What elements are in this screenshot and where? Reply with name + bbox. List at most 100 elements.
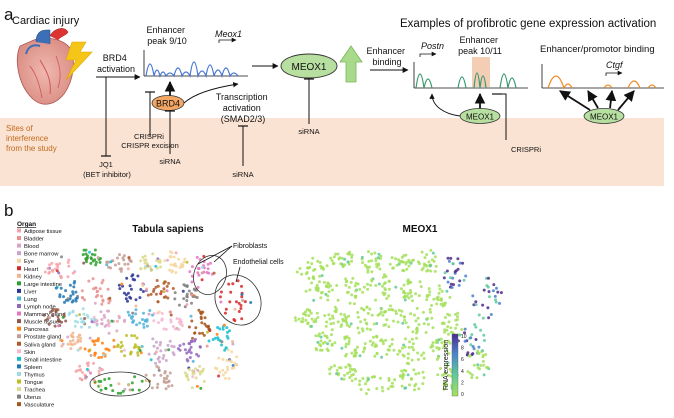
enhancer-peak-10-11-label: Enhancer peak 10/11 <box>458 35 502 56</box>
meox1-gene-label: Meox1 <box>215 29 242 39</box>
organ-legend-item: Saliva gland <box>24 342 56 348</box>
enhancer-highlight <box>472 57 490 87</box>
colorbar-ticks: 10 8 6 4 2 0 <box>461 334 467 398</box>
meox1-umap-title: MEOX1 <box>402 224 437 235</box>
organ-legend-item: Bone marrow <box>24 252 59 258</box>
crispri-label: CRISPRi <box>511 145 541 154</box>
organ-legend-item: Liver <box>24 289 37 295</box>
ctgf-arrow-2 <box>587 90 599 109</box>
organ-swatch <box>17 364 21 369</box>
organ-legend-item: Bladder <box>24 237 44 243</box>
organ-swatch <box>17 341 21 346</box>
organ-legend-item: Lymph node <box>24 305 56 311</box>
organ-swatch <box>17 288 21 293</box>
ctgf-gene-label: Ctgf <box>606 60 624 70</box>
colorbar-tick-label: 8 <box>461 346 464 352</box>
organ-legend-header: Organ <box>17 221 36 228</box>
organ-legend-item: Lung <box>24 297 37 303</box>
enhancer-promotor-label: Enhancer/promotor binding <box>540 44 655 55</box>
organ-swatch <box>17 402 21 407</box>
meox1-small-label-2: MEOX1 <box>590 113 619 122</box>
meox1-small-node-2 <box>583 108 625 124</box>
organ-swatch <box>17 311 21 316</box>
organ-swatch <box>17 236 21 241</box>
enhancer-binding-label: Enhancer binding <box>366 46 407 67</box>
organ-swatch <box>17 371 21 376</box>
ctgf-arrow-1 <box>559 90 591 111</box>
colorbar-tick-label: 2 <box>461 380 464 386</box>
organ-swatch <box>17 356 21 361</box>
meox1-node <box>280 53 338 79</box>
organ-swatch <box>17 281 21 286</box>
colorbar <box>451 333 459 397</box>
organ-legend-item: Prostate gland <box>24 335 61 341</box>
organ-swatch <box>17 273 21 278</box>
organ-swatch <box>17 228 21 233</box>
postn-gene-label: Postn <box>421 41 444 51</box>
ctgf-arrow-3 <box>605 89 617 109</box>
enhancer-peak-9-10-label: Enhancer peak 9/10 <box>146 25 187 46</box>
colorbar-tick-label: 6 <box>461 357 464 363</box>
colorbar-label: RNA expression <box>443 340 450 390</box>
crispri-excision-label: CRISPRi CRISPR excision <box>121 132 179 150</box>
organ-swatch <box>17 296 21 301</box>
transcription-activation-label: Transcription activation (SMAD2/3) <box>216 92 270 124</box>
meox1-umap <box>293 248 503 396</box>
organ-legend-item: Eye <box>24 259 34 265</box>
tabula-sapiens-title: Tabula sapiens <box>132 224 204 235</box>
organ-swatch <box>17 387 21 392</box>
cardiac-injury-label: Cardiac injury <box>12 15 80 27</box>
colorbar-tick-label: 10 <box>461 334 467 340</box>
meox1-to-postn-arrow <box>429 93 461 117</box>
organ-legend-item: Tongue <box>24 380 43 386</box>
meox1-small-node-1 <box>459 108 501 124</box>
organ-legend-item: Pancreas <box>24 327 49 333</box>
meox1-tss-arrow <box>218 37 237 43</box>
organ-legend-item: Spleen <box>24 365 42 371</box>
colorbar-tick-label: 4 <box>461 369 464 375</box>
sites-band <box>0 118 664 186</box>
sirna-smad-label: siRNA <box>232 170 253 179</box>
postn-tss-arrow <box>419 51 437 57</box>
brd4-peaks <box>143 50 248 79</box>
organ-swatch <box>17 394 21 399</box>
tabula-sapiens-umap <box>42 248 262 397</box>
panel-b-label: b <box>4 201 13 220</box>
organ-swatch <box>17 349 21 354</box>
organ-swatch <box>17 258 21 263</box>
organ-legend-item: Uterus <box>24 395 41 401</box>
brd4-node-label: BRD4 <box>156 99 180 109</box>
organ-swatch <box>17 243 21 248</box>
organ-legend-item: Heart <box>24 267 39 273</box>
lightning-icon <box>65 41 93 81</box>
organ-swatch <box>17 266 21 271</box>
fibroblasts-pointer-1 <box>197 245 233 265</box>
sirna-meox1-label: siRNA <box>298 127 319 136</box>
ctgf-tss-arrow <box>605 70 623 76</box>
colorbar-tick-label: 0 <box>461 392 464 398</box>
organ-swatch <box>17 379 21 384</box>
organ-legend-item: Muscle tissue <box>24 320 59 326</box>
organ-swatch <box>17 319 21 324</box>
organ-legend-item: Blood <box>24 244 39 250</box>
up-arrow-icon <box>339 45 363 83</box>
meox1-small-label-1: MEOX1 <box>466 113 495 122</box>
organ-legend-item: Trachea <box>24 388 46 394</box>
organ-legend-item: Vasculature <box>24 403 54 409</box>
endothelial-pointer <box>235 266 241 283</box>
heart-image <box>17 28 74 105</box>
fibroblasts-label: Fibroblasts <box>233 243 268 250</box>
organ-legend-item: Small intestine <box>24 357 62 363</box>
sites-label: Sites of interference from the study <box>6 124 57 153</box>
brd4-activation-label: BRD4 activation <box>97 53 135 74</box>
sirna-brd4-label: siRNA <box>159 157 180 166</box>
organ-swatch <box>17 326 21 331</box>
jq1-label: JQ1 (BET inhibitor) <box>83 160 131 179</box>
organ-legend-item: Thymus <box>24 372 45 378</box>
postn-peaks <box>413 62 528 89</box>
panel-a-label: a <box>4 5 14 24</box>
smad-arrow <box>183 82 239 104</box>
organ-swatch <box>17 334 21 339</box>
